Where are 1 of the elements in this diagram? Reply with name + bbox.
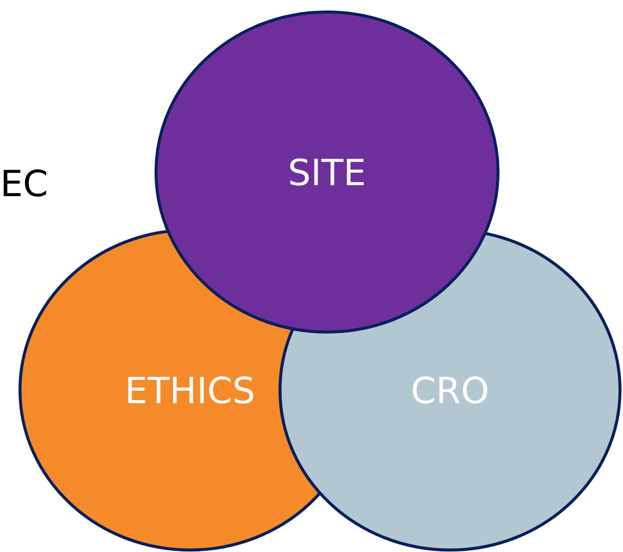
label: EC xyxy=(4,169,46,197)
